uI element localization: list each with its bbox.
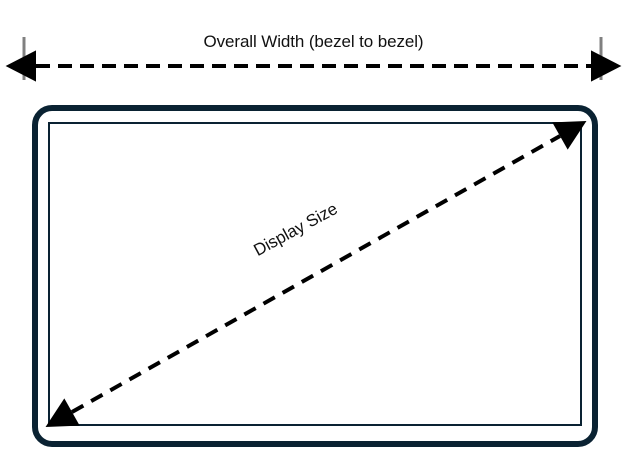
monitor-bezel: [32, 105, 598, 447]
display-size-dimension-line: [45, 121, 587, 427]
overall-width-label: Overall Width (bezel to bezel): [203, 32, 424, 51]
